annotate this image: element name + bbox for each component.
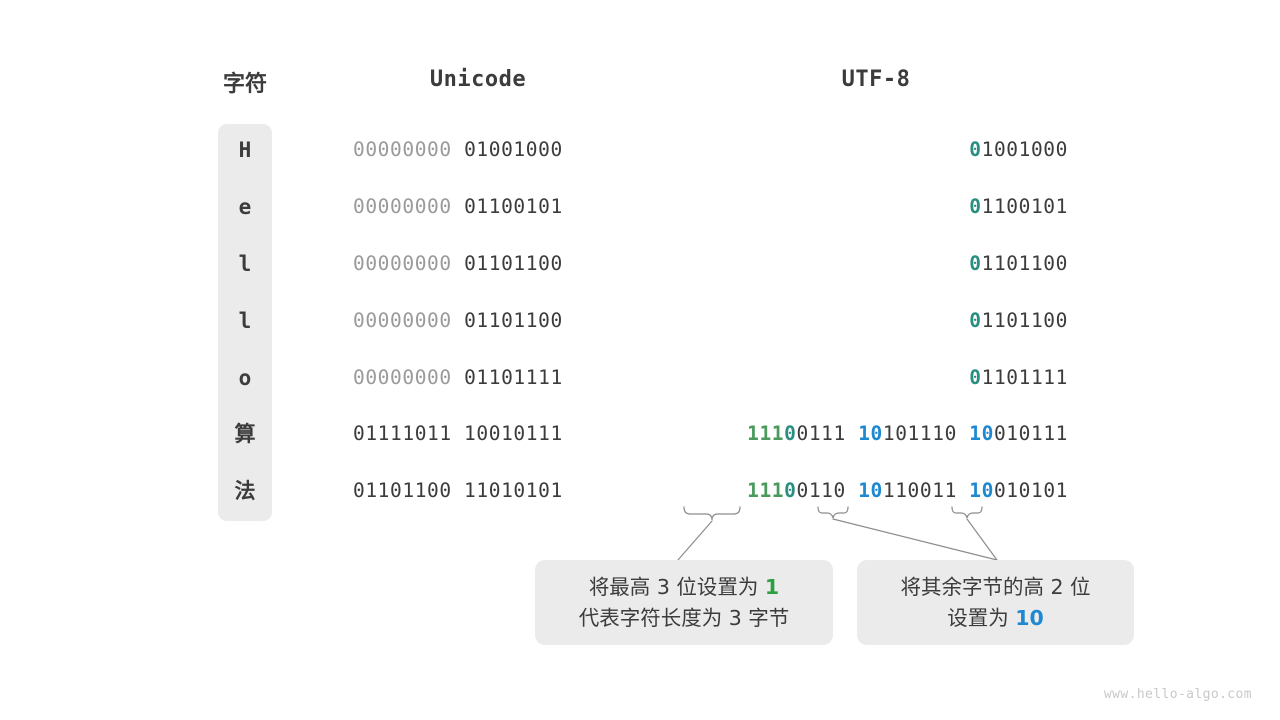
utf8-bits-cell: 01101111 (969, 366, 1068, 390)
bit-run-teal: 0 (969, 252, 982, 275)
bit-run-dim: 00000000 (353, 366, 465, 389)
bit-run-blue: 10 (858, 479, 883, 502)
bit-run-dark: 010101 (993, 479, 1068, 502)
bit-run-dark: 0110 (796, 479, 859, 502)
character-cell: H (238, 138, 252, 162)
unicode-bits-cell: 00000000 01101111 (353, 366, 563, 390)
unicode-bits-cell: 01101100 11010101 (353, 479, 563, 503)
utf8-bits-cell: 01001000 (969, 138, 1068, 162)
bit-run-dark: 01111011 10010111 (353, 422, 563, 445)
unicode-bits-cell: 00000000 01001000 (353, 138, 563, 162)
bit-run-dim: 00000000 (353, 252, 465, 275)
bit-run-dim: 00000000 (353, 138, 465, 161)
callout-text: 设置为 (947, 605, 1016, 630)
bit-run-dark: 01101100 11010101 (353, 479, 563, 502)
bit-run-dim: 00000000 (353, 195, 465, 218)
callout-text: 将最高 3 位设置为 (588, 574, 765, 599)
character-cell: o (238, 366, 252, 390)
callout-text: 代表字符长度为 3 字节 (578, 605, 790, 630)
unicode-bits-cell: 00000000 01101100 (353, 252, 563, 276)
column-header-unicode: Unicode (429, 67, 527, 92)
bit-run-dark: 1101100 (981, 309, 1068, 332)
bit-run-teal: 0 (969, 138, 982, 161)
bit-run-blue: 10 (858, 422, 883, 445)
bit-run-dark: 101110 (882, 422, 970, 445)
callout-line: 将最高 3 位设置为 1 (589, 572, 779, 603)
callout-line: 代表字符长度为 3 字节 (579, 603, 790, 634)
bit-run-dark: 01001000 (464, 138, 563, 161)
unicode-bits-cell: 00000000 01101100 (353, 309, 563, 333)
unicode-bits-cell: 01111011 10010111 (353, 422, 563, 446)
utf8-bits-cell: 01101100 (969, 309, 1068, 333)
bit-run-teal: 0 (784, 422, 797, 445)
bit-run-teal: 0 (969, 195, 982, 218)
character-cell: e (238, 195, 252, 219)
bit-run-green: 111 (747, 422, 785, 445)
column-header-character: 字符 (222, 72, 267, 97)
utf8-bits-cell: 01101100 (969, 252, 1068, 276)
callout-text: 1 (764, 574, 780, 599)
unicode-bits-cell: 00000000 01100101 (353, 195, 563, 219)
bit-run-dark: 01101111 (464, 366, 563, 389)
bit-run-dark: 1100101 (981, 195, 1068, 218)
bit-run-teal: 0 (969, 366, 982, 389)
utf8-bits-cell: 11100111 10101110 10010111 (747, 422, 1068, 446)
callout-continuation-bits: 将其余字节的高 2 位设置为 10 (857, 560, 1134, 645)
bit-run-dark: 1101111 (981, 366, 1068, 389)
callout-text: 将其余字节的高 2 位 (900, 574, 1091, 599)
bit-run-dark: 1001000 (981, 138, 1068, 161)
utf8-bits-cell: 01100101 (969, 195, 1068, 219)
callout-line: 设置为 10 (947, 603, 1044, 634)
bit-run-dim: 00000000 (353, 309, 465, 332)
column-header-utf8: UTF-8 (841, 67, 911, 92)
bit-run-dark: 1101100 (981, 252, 1068, 275)
bit-run-dark: 01100101 (464, 195, 563, 218)
bit-run-dark: 010111 (993, 422, 1068, 445)
utf8-bits-cell: 11100110 10110011 10010101 (747, 479, 1068, 503)
character-cell: l (238, 252, 252, 276)
watermark: www.hello-algo.com (1103, 687, 1252, 702)
callout-text: 10 (1015, 605, 1044, 630)
bit-run-dark: 110011 (882, 479, 970, 502)
bit-run-green: 111 (747, 479, 785, 502)
bit-run-teal: 0 (784, 479, 797, 502)
bit-run-dark: 01101100 (464, 252, 563, 275)
bit-run-dark: 0111 (796, 422, 859, 445)
bit-run-dark: 01101100 (464, 309, 563, 332)
character-cell: l (238, 309, 252, 333)
callout-line: 将其余字节的高 2 位 (900, 572, 1090, 603)
character-column-panel (218, 124, 272, 521)
character-cell: 法 (234, 479, 256, 503)
bit-run-blue: 10 (969, 479, 994, 502)
bit-run-teal: 0 (969, 309, 982, 332)
character-cell: 算 (234, 422, 256, 446)
bit-run-blue: 10 (969, 422, 994, 445)
